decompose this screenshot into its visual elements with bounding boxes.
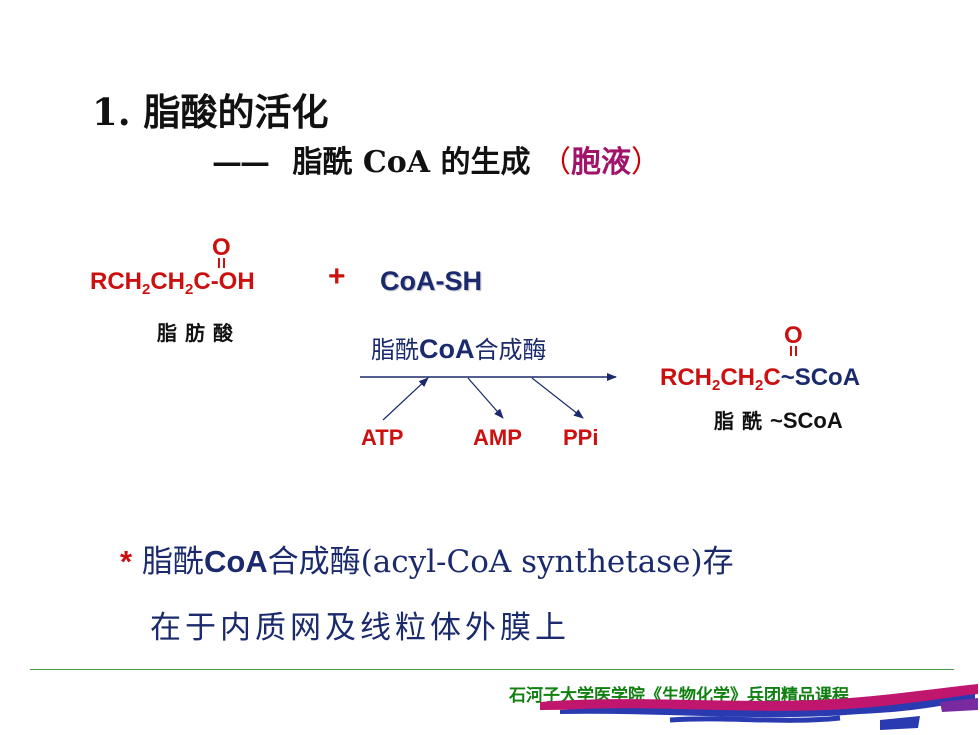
atp-input-arrow — [382, 377, 429, 421]
note-line-1: * 脂酰CoA合成酶(acyl-CoA synthetase)存 — [120, 544, 734, 580]
product-formula: RCH2CH2C~SCoA — [660, 364, 861, 394]
ppi-output-arrow — [531, 377, 584, 419]
footer-divider — [30, 669, 954, 670]
note-line-2: 在于内质网及线粒体外膜上 — [150, 610, 570, 646]
coash-label: CoA-SH — [380, 266, 482, 296]
fatty-acid-double-bond — [218, 258, 225, 268]
footer-wave-decoration — [540, 684, 978, 730]
enzyme-label: 脂酰CoA合成酶 — [371, 334, 547, 364]
atp-label: ATP — [361, 425, 404, 450]
plus-sign: + — [328, 260, 346, 293]
fatty-acid-oxygen: O — [212, 234, 231, 261]
ppi-label: PPi — [563, 425, 599, 450]
product-oxygen: O — [784, 322, 803, 349]
subtitle-dash: —— — [212, 145, 270, 180]
subtitle-paren-close: ） — [630, 145, 661, 180]
product-name: 脂酰~SCoA — [714, 408, 843, 433]
fatty-acid-formula: RCH2CH2C-OH — [90, 268, 255, 298]
fatty-acid-name: 脂肪酸 — [157, 321, 241, 345]
amp-label: AMP — [473, 425, 522, 450]
slide-subtitle: —— 脂酰 CoA 的生成 （胞液） — [212, 137, 661, 181]
subtitle-text: 脂酰 CoA 的生成 — [292, 145, 531, 180]
amp-output-arrow — [467, 377, 504, 419]
subtitle-paren-open: （ — [540, 145, 571, 180]
slide-title: 1. 脂酸的活化 — [92, 90, 329, 134]
subtitle-location: 胞液 — [570, 145, 631, 180]
product-double-bond — [790, 346, 797, 356]
